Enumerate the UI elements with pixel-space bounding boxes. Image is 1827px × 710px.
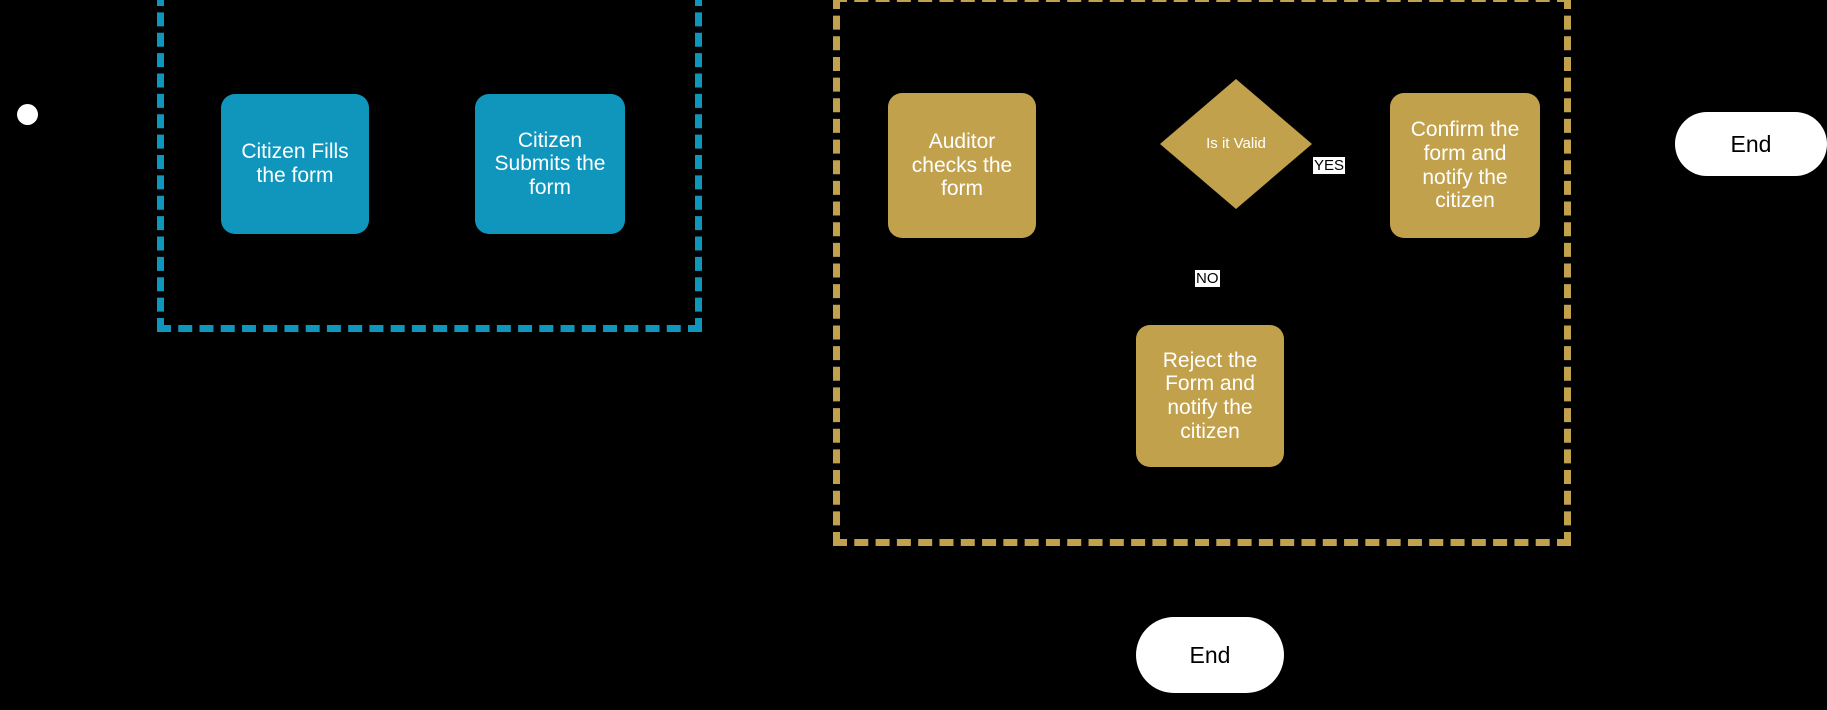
node-auditor-checks-the-form[interactable]: Auditor checks the form (888, 93, 1036, 238)
node-is-it-valid-decision[interactable]: Is it Valid (1160, 79, 1312, 209)
node-reject-form-and-notify-citizen[interactable]: Reject the Form and notify the citizen (1136, 325, 1284, 467)
node-citizen-fills-the-form[interactable]: Citizen Fills the form (221, 94, 369, 234)
edge-label-yes-wrap: YES (1313, 157, 1346, 175)
node-label: Auditor checks the form (911, 130, 1013, 201)
end-label: End (1730, 130, 1772, 157)
edge-label-no-wrap: NO (1195, 270, 1220, 288)
node-citizen-submits-the-form[interactable]: Citizen Submits the form (475, 94, 625, 234)
start-node[interactable] (17, 104, 38, 125)
edge-label-yes: YES (1313, 157, 1346, 174)
node-label: Citizen Submits the form (494, 128, 606, 199)
node-confirm-form-and-notify-citizen[interactable]: Confirm the form and notify the citizen (1390, 93, 1540, 238)
edge-label-no: NO (1195, 270, 1220, 287)
end-label: End (1189, 641, 1231, 668)
end-node-right[interactable]: End (1675, 112, 1827, 176)
node-label: Confirm the form and notify the citizen (1410, 118, 1520, 213)
node-label: Reject the Form and notify the citizen (1162, 348, 1258, 443)
end-node-bottom[interactable]: End (1136, 617, 1284, 693)
node-label: Citizen Fills the form (241, 140, 349, 187)
citizen-lane-container (157, 0, 702, 332)
node-label: Is it Valid (1206, 134, 1266, 152)
auditor-lane-container (833, 0, 1571, 546)
